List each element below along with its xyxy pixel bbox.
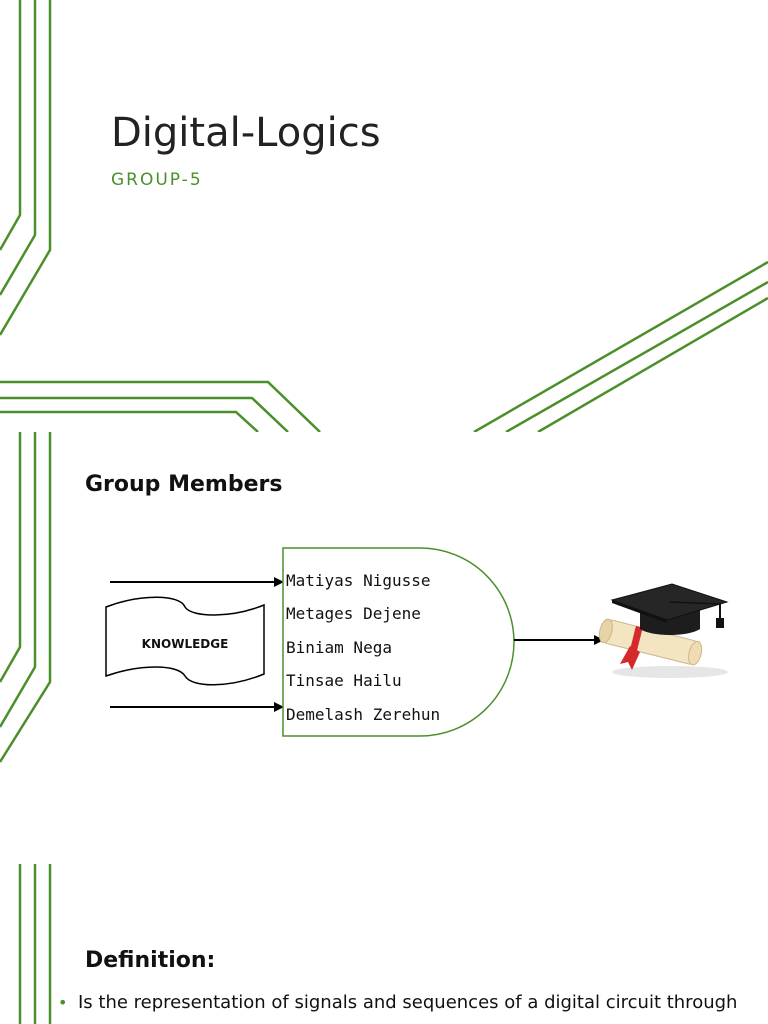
- member-name: Metages Dejene: [286, 604, 421, 623]
- definition-text: Is the representation of signals and seq…: [78, 992, 738, 1013]
- circuit-lines-decoration: [0, 0, 768, 432]
- member-name: Tinsae Hailu: [286, 671, 402, 690]
- member-name: Demelash Zerehun: [286, 705, 441, 724]
- member-name: Matiyas Nigusse: [286, 571, 431, 590]
- input-arrow-bottom: [110, 702, 284, 712]
- output-arrow: [514, 635, 604, 645]
- input-arrow-top: [110, 577, 284, 587]
- and-gate-shape: [282, 547, 515, 737]
- definition-slide: Definition: • Is the representation of si…: [0, 864, 768, 1024]
- presentation-subtitle: GROUP-5: [111, 170, 203, 190]
- members-slide: Group Members: [0, 432, 768, 864]
- title-slide: Digital-Logics GROUP-5: [0, 0, 768, 432]
- knowledge-tape-shape: [105, 596, 265, 686]
- bullet-dot-icon: •: [58, 993, 68, 1012]
- graduation-cap-diploma-icon: [598, 583, 729, 678]
- member-name: Biniam Nega: [286, 638, 392, 657]
- knowledge-label: KNOWLEDGE: [141, 637, 229, 651]
- presentation-title: Digital-Logics: [111, 110, 381, 156]
- logic-gate-diagram: [105, 547, 729, 737]
- members-heading: Group Members: [85, 472, 283, 497]
- definition-bullet: • Is the representation of signals and se…: [58, 992, 768, 1013]
- definition-heading: Definition:: [85, 948, 216, 973]
